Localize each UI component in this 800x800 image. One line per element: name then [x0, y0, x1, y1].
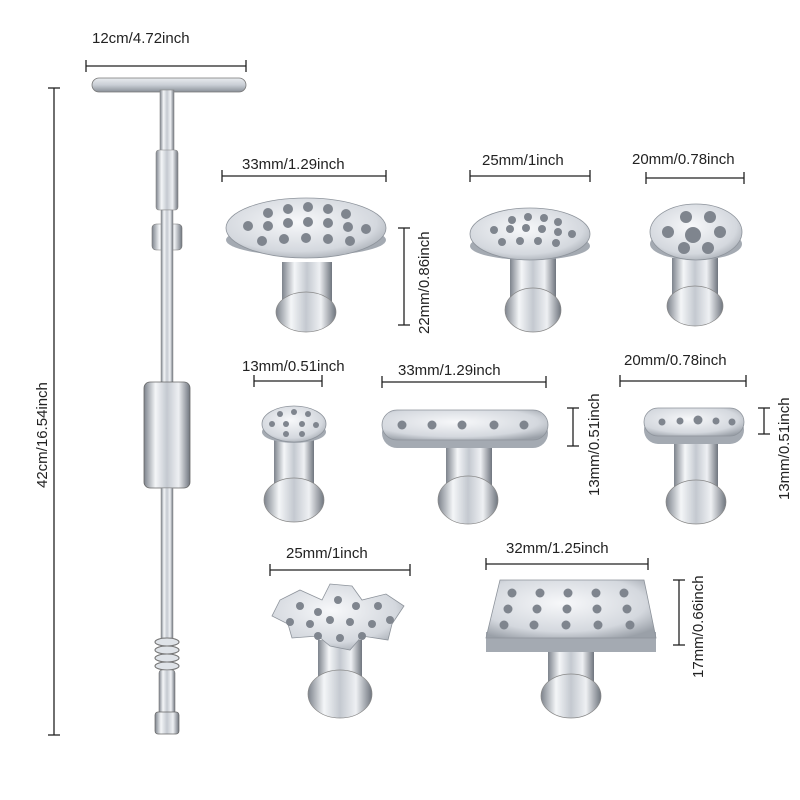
tab-small-oval-width-label: 20mm/0.78inch	[624, 352, 727, 369]
tab-round-small-width-label: 20mm/0.78inch	[632, 151, 735, 168]
tool-length-label: 42cm/16.54inch	[34, 382, 51, 488]
tab-small-oval	[643, 407, 745, 525]
tab-small-oval-height-label: 13mm/0.51inch	[776, 397, 793, 500]
tab-round-small	[649, 203, 743, 327]
tab-rectangle	[485, 579, 657, 719]
tab-round-medium	[469, 207, 591, 333]
tab-oval-height-label: 13mm/0.51inch	[586, 393, 603, 496]
tool-width-label: 12cm/4.72inch	[92, 30, 190, 47]
tab-rectangle-height-label: 17mm/0.66inch	[690, 575, 707, 678]
tab-star	[271, 583, 405, 719]
dimension-lines	[48, 60, 770, 736]
tab-oval-width-label: 33mm/1.29inch	[398, 362, 501, 379]
tab-rectangle-width-label: 32mm/1.25inch	[506, 540, 609, 557]
tab-oval	[381, 409, 549, 525]
tab-round-large	[225, 197, 387, 333]
slide-hammer-tool	[91, 77, 247, 735]
tab-star-width-label: 25mm/1inch	[286, 545, 368, 562]
tab-mini-width-label: 13mm/0.51inch	[242, 358, 345, 375]
tab-round-large-height-label: 22mm/0.86inch	[416, 231, 433, 334]
tab-round-medium-width-label: 25mm/1inch	[482, 152, 564, 169]
tab-round-large-width-label: 33mm/1.29inch	[242, 156, 345, 173]
tab-mini	[261, 405, 327, 523]
